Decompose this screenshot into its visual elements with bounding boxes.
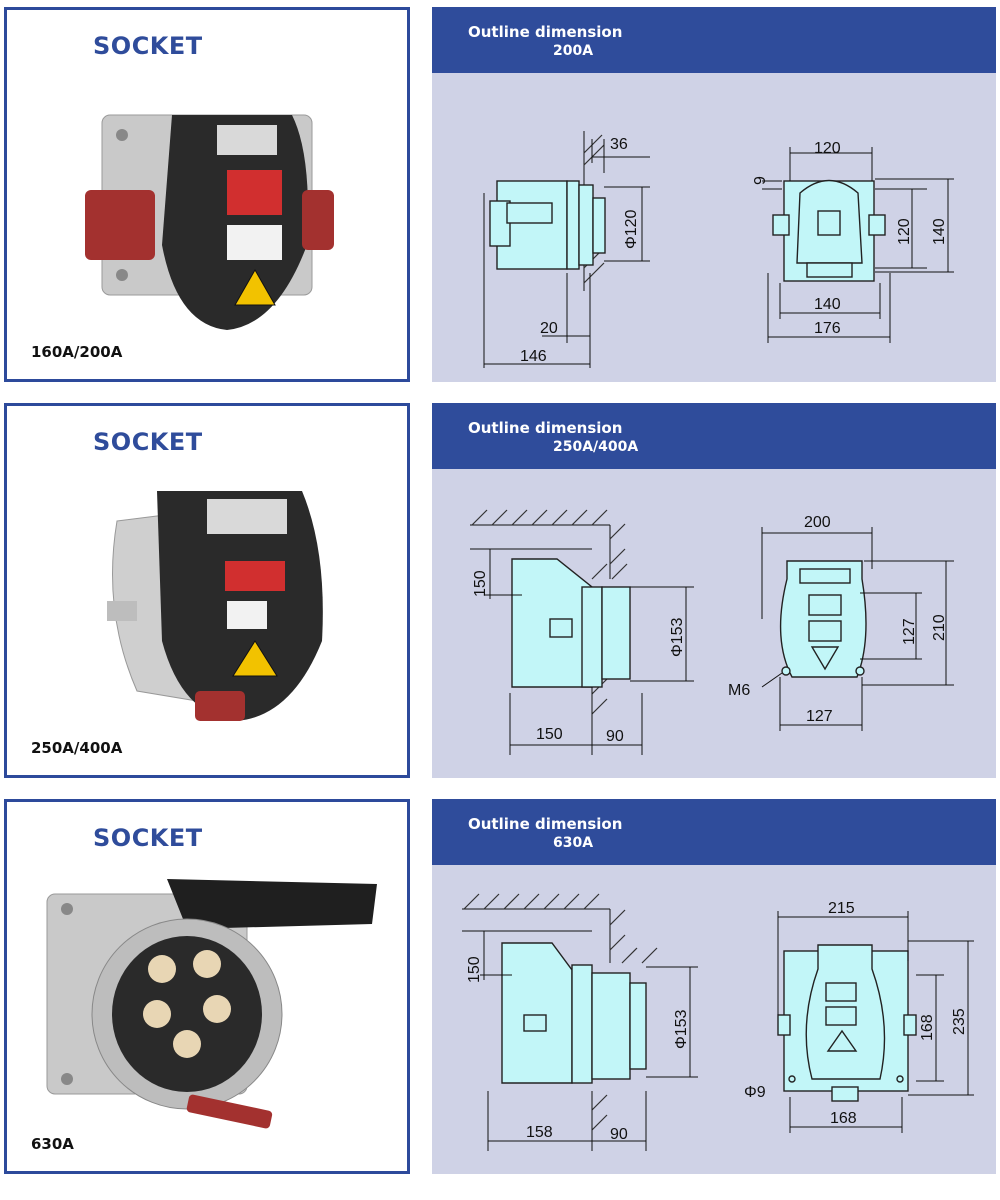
dim-150: 150 — [536, 726, 563, 743]
dim-127: 127 — [806, 708, 833, 725]
product-rating: 630A — [31, 1135, 74, 1153]
socket-photo-630a — [46, 879, 377, 1129]
product-card-1: SOCKET 160A/200A — [4, 7, 410, 382]
outline-drawing-630a: 150 Φ153 158 90 215 — [462, 893, 974, 1151]
dim-150-vertical: 150 — [466, 956, 483, 983]
dim-168-vertical: 168 — [919, 1014, 936, 1041]
dim-20: 20 — [540, 320, 558, 337]
socket-photo-250a-400a — [107, 491, 323, 721]
panel-subtitle: 630A — [553, 835, 594, 851]
product-title: SOCKET — [93, 32, 203, 60]
dim-127-vertical: 127 — [901, 618, 918, 645]
dim-215: 215 — [828, 900, 855, 917]
side-view: 150 Φ153 158 90 — [462, 893, 698, 1151]
dim-168: 168 — [830, 1110, 857, 1127]
product-title: SOCKET — [93, 428, 203, 456]
dim-9: 9 — [752, 176, 769, 185]
socket-photo-200a — [85, 114, 334, 330]
label-phi9: Φ9 — [744, 1084, 766, 1101]
dimension-panel-3: Outline dimension 630A — [432, 799, 996, 1174]
panel-header: Outline dimension 630A — [432, 799, 996, 865]
panel-subtitle: 250A/400A — [553, 439, 639, 455]
dim-90: 90 — [610, 1126, 628, 1143]
product-title: SOCKET — [93, 824, 203, 852]
dim-235-vertical: 235 — [951, 1008, 968, 1035]
product-rating: 250A/400A — [31, 739, 123, 757]
front-view: 120 9 120 140 140 176 — [752, 140, 954, 343]
product-card-2: SOCKET 250A/400A — [4, 403, 410, 778]
product-card-3: SOCKET 630A — [4, 799, 410, 1174]
dim-120-top: 120 — [814, 140, 841, 157]
outline-drawing-200a: 36 Φ120 20 146 — [483, 131, 954, 368]
front-view: 200 127 210 M6 127 — [728, 514, 954, 731]
dim-120-vertical: 120 — [896, 218, 913, 245]
panel-title: Outline dimension — [468, 23, 623, 41]
panel-title: Outline dimension — [468, 419, 623, 437]
panel-header: Outline dimension 250A/400A — [432, 403, 996, 469]
dim-90: 90 — [606, 728, 624, 745]
panel-subtitle: 200A — [553, 43, 594, 59]
dim-176: 176 — [814, 320, 841, 337]
side-view: 36 Φ120 20 146 — [483, 131, 650, 368]
dim-phi120: Φ120 — [623, 209, 640, 249]
dim-146: 146 — [520, 348, 547, 365]
product-rating: 160A/200A — [31, 343, 123, 361]
dim-200: 200 — [804, 514, 831, 531]
dim-150-vertical: 150 — [472, 570, 489, 597]
front-view: 215 168 235 Φ9 168 — [744, 900, 974, 1133]
side-view: 150 Φ153 150 90 — [470, 509, 694, 755]
dimension-panel-2: Outline dimension 250A/400A — [432, 403, 996, 778]
dim-phi153: Φ153 — [673, 1009, 690, 1049]
dim-158: 158 — [526, 1124, 553, 1141]
dim-36: 36 — [610, 136, 628, 153]
label-m6: M6 — [728, 682, 750, 699]
panel-title: Outline dimension — [468, 815, 623, 833]
dimension-panel-1: Outline dimension 200A — [432, 7, 996, 382]
outline-drawing-250a-400a: 150 Φ153 150 90 200 127 — [470, 509, 954, 755]
dim-140-vertical: 140 — [931, 218, 948, 245]
dim-140: 140 — [814, 296, 841, 313]
panel-header: Outline dimension 200A — [432, 7, 996, 73]
dim-phi153: Φ153 — [669, 617, 686, 657]
dim-210-vertical: 210 — [931, 614, 948, 641]
